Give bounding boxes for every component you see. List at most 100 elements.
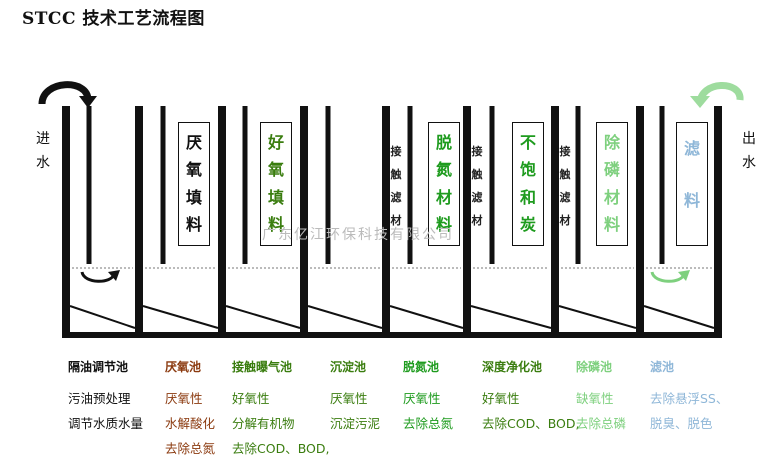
contact-char: 材 bbox=[471, 214, 483, 227]
media-char: 不 bbox=[519, 132, 536, 152]
contact-media-label: 接触滤材 bbox=[389, 140, 403, 232]
sloped-bottom bbox=[389, 305, 464, 329]
media-char: 料 bbox=[267, 215, 284, 235]
stage-name: 隔油调节池 bbox=[68, 360, 129, 374]
contact-char: 滤 bbox=[390, 191, 402, 204]
contact-char: 滤 bbox=[471, 191, 483, 204]
media-char: 材 bbox=[435, 187, 452, 207]
stage-note: 去除总氮 bbox=[165, 441, 216, 456]
media-char: 饱 bbox=[519, 160, 536, 180]
flow-arrow bbox=[80, 271, 116, 283]
tank-wall bbox=[135, 106, 143, 338]
tank-wall bbox=[636, 106, 644, 338]
contact-media-label: 接触滤材 bbox=[558, 140, 572, 232]
contact-char: 材 bbox=[390, 214, 402, 227]
outlet-label-char: 水 bbox=[742, 155, 756, 171]
contact-char: 触 bbox=[559, 168, 571, 181]
sloped-bottom bbox=[142, 305, 219, 329]
media-char: 填 bbox=[185, 187, 202, 207]
tank-wall bbox=[382, 106, 390, 338]
contact-char: 材 bbox=[559, 214, 571, 227]
stage-name: 脱氮池 bbox=[403, 360, 440, 374]
media-box: 好氧填料 bbox=[260, 122, 292, 246]
media-char: 和 bbox=[519, 187, 536, 207]
inlet-arrow bbox=[38, 81, 92, 105]
tank-wall bbox=[62, 106, 70, 338]
stage-note: 好氧性 bbox=[232, 391, 270, 406]
contact-char: 滤 bbox=[559, 191, 571, 204]
media-char: 料 bbox=[435, 215, 452, 235]
stage-note: 分解有机物 bbox=[232, 416, 295, 431]
stage-name: 滤池 bbox=[650, 360, 675, 374]
baffle-wall bbox=[242, 106, 248, 264]
stage-note: 厌氧性 bbox=[330, 391, 368, 406]
stage-note: 好氧性 bbox=[482, 391, 520, 406]
sloped-bottom bbox=[307, 305, 383, 329]
contact-char: 触 bbox=[390, 168, 402, 181]
outlet-label-char: 出 bbox=[742, 131, 756, 147]
media-box: 不饱和炭 bbox=[512, 122, 544, 246]
stage-note: 脱臭、脱色 bbox=[650, 416, 713, 431]
tank-wall bbox=[300, 106, 308, 338]
inlet-label-char: 进 bbox=[36, 131, 50, 147]
baffle-wall bbox=[659, 106, 665, 264]
inlet-arrowhead bbox=[79, 96, 97, 108]
tank-wall bbox=[714, 106, 722, 338]
inlet-label-char: 水 bbox=[36, 155, 50, 171]
baffle-wall bbox=[325, 106, 331, 264]
sloped-bottom bbox=[69, 305, 136, 329]
media-char: 氧 bbox=[267, 160, 284, 180]
media-char: 好 bbox=[267, 132, 284, 152]
baffle-wall bbox=[575, 106, 581, 264]
stage-note: 调节水质水量 bbox=[68, 416, 144, 431]
stage-name: 深度净化池 bbox=[482, 360, 543, 374]
media-box: 滤料 bbox=[676, 122, 708, 246]
media-char: 厌 bbox=[185, 132, 202, 152]
stage-note: 缺氧性 bbox=[576, 391, 614, 406]
media-box: 厌氧填料 bbox=[178, 122, 210, 246]
tank-floor bbox=[62, 332, 722, 338]
tank-wall bbox=[463, 106, 471, 338]
media-char: 滤 bbox=[683, 139, 700, 158]
diagram-title: STCC 技术工艺流程图 bbox=[22, 9, 205, 29]
stage-note: 沉淀污泥 bbox=[330, 416, 381, 431]
tank-wall bbox=[551, 106, 559, 338]
stage-note: 去除悬浮SS、 bbox=[650, 391, 729, 406]
sloped-bottom bbox=[470, 305, 552, 329]
stage-note: 去除COD、BOD, bbox=[232, 441, 330, 456]
stage-note: 去除总磷 bbox=[576, 416, 627, 431]
stage-name: 接触曝气池 bbox=[232, 360, 293, 374]
baffle-wall bbox=[160, 106, 166, 264]
flow-arrowhead bbox=[108, 270, 120, 281]
inlet-label: 进 水 bbox=[36, 127, 50, 175]
media-char: 材 bbox=[603, 187, 620, 207]
media-box: 脱氮材料 bbox=[428, 122, 460, 246]
tank-wall bbox=[218, 106, 226, 338]
stage-name: 沉淀池 bbox=[330, 360, 367, 374]
media-char: 料 bbox=[603, 215, 620, 235]
media-char: 料 bbox=[185, 215, 202, 235]
flow-arrowhead bbox=[678, 270, 690, 281]
flow-arrow bbox=[650, 271, 686, 283]
media-char: 脱 bbox=[435, 132, 452, 152]
baffle-wall bbox=[489, 106, 495, 264]
stage-note: 水解酸化 bbox=[165, 416, 216, 431]
contact-char: 接 bbox=[390, 145, 402, 158]
media-char: 氮 bbox=[435, 160, 452, 180]
stage-note: 厌氧性 bbox=[165, 391, 203, 406]
outlet-label: 出 水 bbox=[742, 127, 756, 175]
stage-note: 去除总氮 bbox=[403, 416, 454, 431]
media-char: 除 bbox=[603, 132, 620, 152]
stage-note: 去除COD、BOD, bbox=[482, 416, 580, 431]
contact-char: 触 bbox=[471, 168, 483, 181]
company-watermark: 广东亿江环保科技有限公司 bbox=[262, 227, 454, 243]
sloped-bottom bbox=[558, 305, 637, 329]
media-box: 除磷材料 bbox=[596, 122, 628, 246]
outlet-arrowhead bbox=[690, 96, 710, 108]
stage-name: 厌氧池 bbox=[165, 360, 202, 374]
stage-name: 除磷池 bbox=[576, 360, 613, 374]
media-char: 磷 bbox=[603, 160, 620, 180]
contact-char: 接 bbox=[559, 145, 571, 158]
sloped-bottom bbox=[643, 305, 715, 329]
